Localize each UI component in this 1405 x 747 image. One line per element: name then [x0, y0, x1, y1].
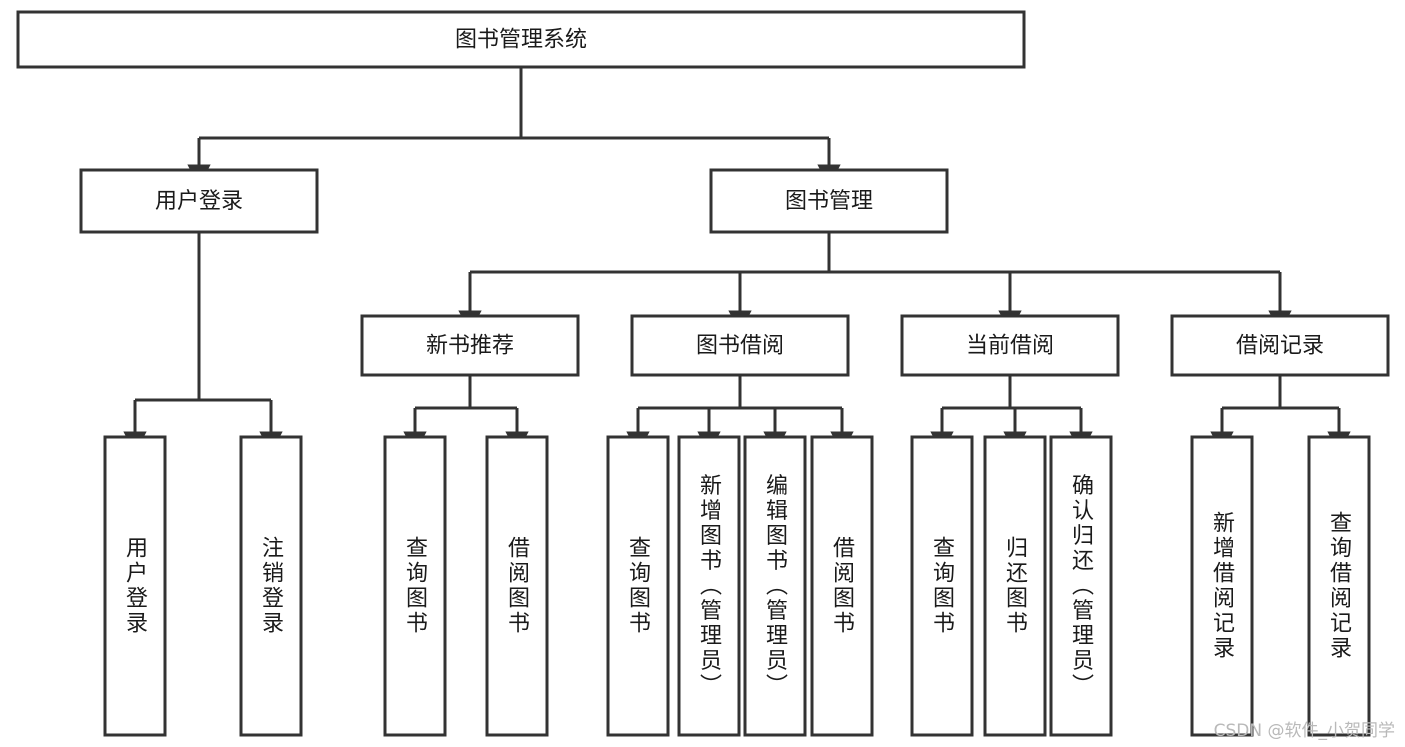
node-label-c2: 归还图书	[1002, 536, 1028, 636]
node-login[interactable]: 用户登录	[79, 168, 319, 234]
node-label-r1: 新增借阅记录	[1209, 511, 1235, 661]
node-label-login: 用户登录	[155, 189, 243, 214]
node-label-root: 图书管理系统	[455, 28, 587, 53]
node-label-bookmgmt: 图书管理	[785, 189, 873, 214]
node-label-c1: 查询图书	[929, 536, 955, 636]
node-c3[interactable]: 确认归还（管理员）	[1049, 435, 1113, 737]
node-l1[interactable]: 用户登录	[103, 435, 167, 737]
node-borrow[interactable]: 图书借阅	[630, 314, 850, 377]
node-label-b4: 借阅图书	[829, 536, 855, 636]
node-box-l2	[239, 435, 303, 737]
node-box-root	[16, 10, 1026, 69]
node-label-r2: 查询借阅记录	[1326, 511, 1352, 661]
node-box-b1	[606, 435, 670, 737]
node-label-l2: 注销登录	[258, 536, 284, 636]
node-box-r2	[1307, 435, 1371, 737]
node-b2[interactable]: 新增图书（管理员）	[677, 435, 741, 737]
node-label-c3: 确认归还（管理员）	[1068, 474, 1094, 699]
node-box-current	[900, 314, 1120, 377]
node-box-n2	[485, 435, 549, 737]
node-box-login	[79, 168, 319, 234]
node-r2[interactable]: 查询借阅记录	[1307, 435, 1371, 737]
node-box-records	[1170, 314, 1390, 377]
node-b3[interactable]: 编辑图书（管理员）	[743, 435, 807, 737]
node-box-b2	[677, 435, 741, 737]
node-label-records: 借阅记录	[1236, 334, 1324, 359]
node-label-n1: 查询图书	[402, 536, 428, 636]
node-bookmgmt[interactable]: 图书管理	[709, 168, 949, 234]
node-label-n2: 借阅图书	[504, 536, 530, 636]
node-layer: 图书管理系统用户登录图书管理新书推荐图书借阅当前借阅借阅记录用户登录注销登录查询…	[16, 10, 1390, 737]
node-root[interactable]: 图书管理系统	[16, 10, 1026, 69]
node-label-newbook: 新书推荐	[426, 334, 514, 359]
node-box-newbook	[360, 314, 580, 377]
node-label-b2: 新增图书（管理员）	[696, 474, 722, 699]
node-records[interactable]: 借阅记录	[1170, 314, 1390, 377]
node-label-borrow: 图书借阅	[696, 334, 784, 359]
node-box-n1	[383, 435, 447, 737]
node-box-bookmgmt	[709, 168, 949, 234]
node-n1[interactable]: 查询图书	[383, 435, 447, 737]
node-label-l1: 用户登录	[122, 536, 148, 636]
node-current[interactable]: 当前借阅	[900, 314, 1120, 377]
node-c2[interactable]: 归还图书	[983, 435, 1047, 737]
node-box-borrow	[630, 314, 850, 377]
node-n2[interactable]: 借阅图书	[485, 435, 549, 737]
node-box-b3	[743, 435, 807, 737]
node-box-c2	[983, 435, 1047, 737]
node-label-current: 当前借阅	[966, 334, 1054, 359]
node-c1[interactable]: 查询图书	[910, 435, 974, 737]
node-box-b4	[810, 435, 874, 737]
node-b1[interactable]: 查询图书	[606, 435, 670, 737]
node-box-l1	[103, 435, 167, 737]
node-newbook[interactable]: 新书推荐	[360, 314, 580, 377]
node-box-c3	[1049, 435, 1113, 737]
node-label-b3: 编辑图书（管理员）	[762, 474, 788, 699]
node-b4[interactable]: 借阅图书	[810, 435, 874, 737]
node-box-c1	[910, 435, 974, 737]
edge-layer	[123, 67, 1351, 454]
node-l2[interactable]: 注销登录	[239, 435, 303, 737]
node-label-b1: 查询图书	[625, 536, 651, 636]
node-box-r1	[1190, 435, 1254, 737]
node-r1[interactable]: 新增借阅记录	[1190, 435, 1254, 737]
